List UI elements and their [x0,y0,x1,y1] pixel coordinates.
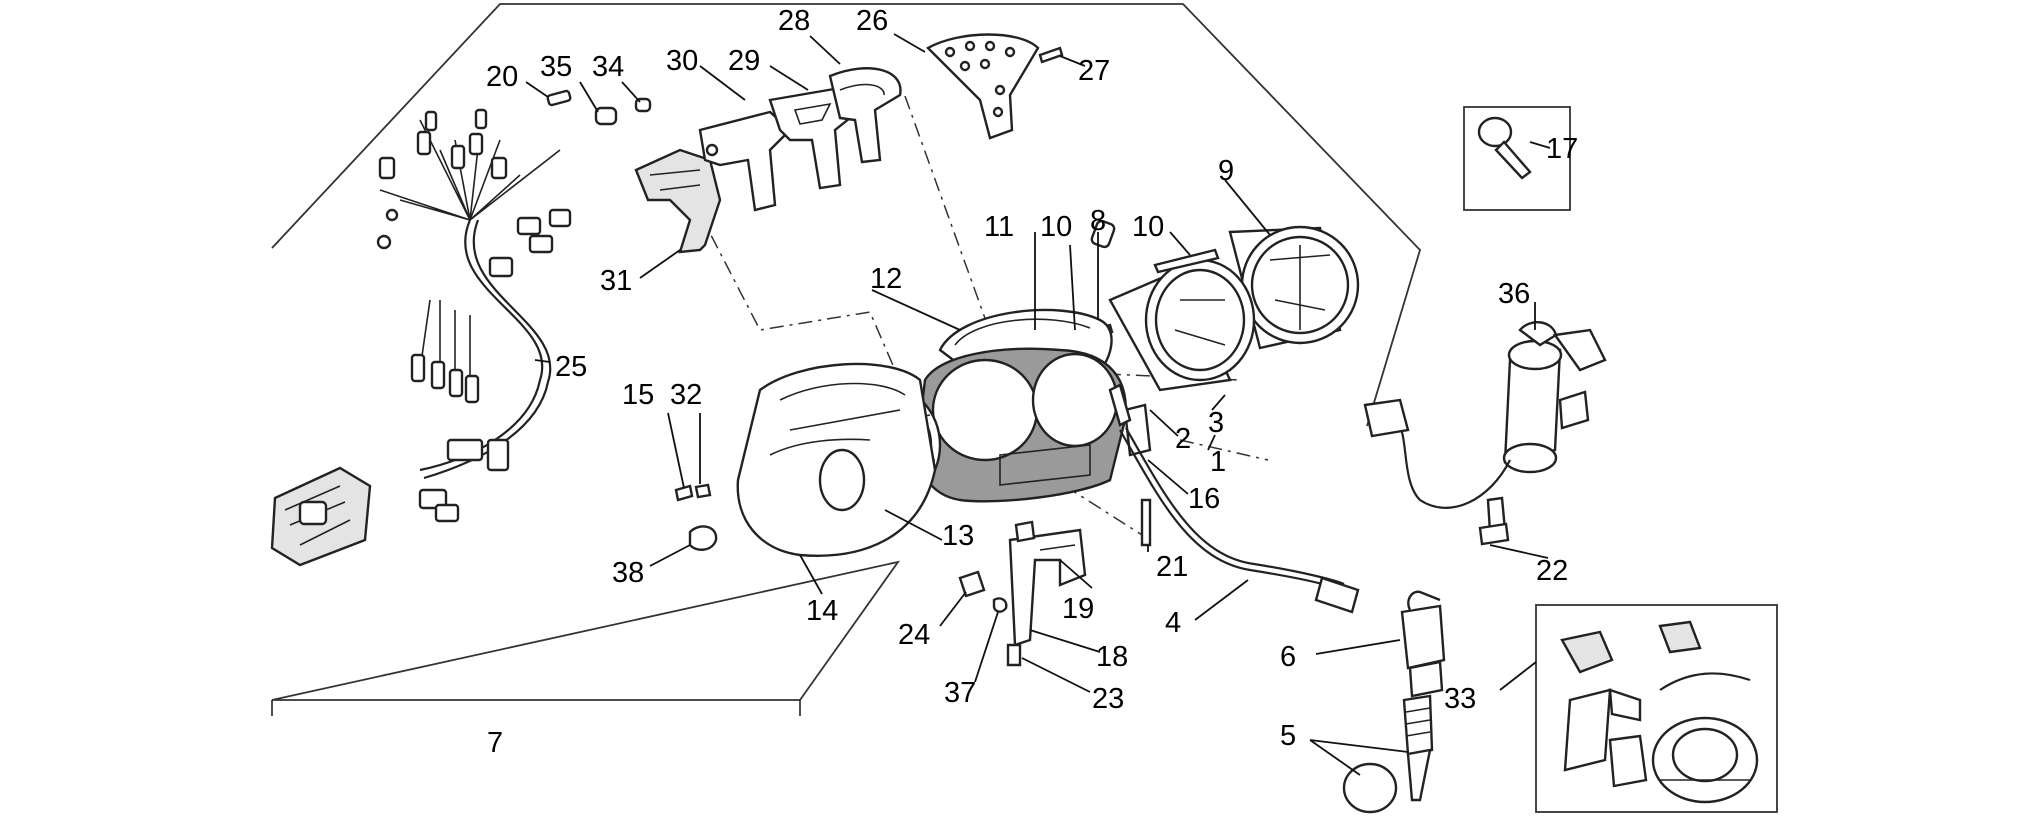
label-36: 36 [1498,278,1530,310]
label-12: 12 [870,263,902,295]
label-24: 24 [898,619,930,651]
label-5: 5 [1280,720,1296,752]
label-8: 8 [1090,205,1106,237]
gauge-3 [1108,258,1256,392]
screw-21 [1140,498,1152,547]
label-3: 3 [1208,407,1224,439]
label-30: 30 [666,45,698,77]
label-4: 4 [1165,607,1181,639]
bolt-24 [958,570,986,598]
label-32: 32 [670,379,702,411]
label-10-b: 10 [1132,211,1164,243]
gauge-9 [1228,225,1360,350]
group-7-bracket [271,700,801,716]
bolt-15 [674,484,694,502]
clamp-16-bolt [1108,383,1132,427]
label-6: 6 [1280,641,1296,673]
part-33-box [1535,604,1778,813]
label-18: 18 [1096,641,1128,673]
housing-14 [736,362,937,557]
grommet-38 [688,525,718,551]
label-16: 16 [1188,483,1220,515]
switch-connector [1363,398,1410,438]
bracket-19 [1008,528,1087,647]
cover-28 [828,67,902,164]
bolt-23 [1006,643,1022,667]
screw-22-head [1478,522,1510,546]
clamp-16 [1123,403,1152,457]
leader-lines [525,33,1551,776]
label-20: 20 [486,61,518,93]
label-21: 21 [1156,551,1188,583]
label-27: 27 [1078,55,1110,87]
label-7: 7 [487,727,503,759]
label-14: 14 [806,595,838,627]
washer-37 [992,597,1008,613]
label-17: 17 [1546,133,1578,165]
mounting-plate [916,347,1127,503]
label-31: 31 [600,265,632,297]
switch-cable [1394,419,1511,509]
cap-5 [1342,762,1398,814]
part-17-box [1463,106,1571,211]
label-23: 23 [1092,683,1124,715]
label-38: 38 [612,557,644,589]
bulb-parts [546,89,652,126]
label-35: 35 [540,51,572,83]
part-labels: 1 2 3 4 5 6 7 8 9 10 10 11 12 13 14 15 1… [486,5,1578,759]
assembly-line-a [697,209,896,371]
label-13: 13 [942,520,974,552]
pin-10 [1153,248,1220,274]
key-17 [1477,116,1532,180]
label-25: 25 [555,351,587,383]
group-outline-7 [271,3,1422,701]
cover-30 [698,110,792,212]
label-9: 9 [1218,155,1234,187]
label-33: 33 [1444,683,1476,715]
nut-32 [694,483,712,499]
bushing-18 [1014,520,1036,543]
assembly-line-b [904,95,1001,361]
label-28: 28 [778,5,810,37]
label-2: 2 [1175,423,1191,455]
label-29: 29 [728,45,760,77]
label-10-a: 10 [1040,211,1072,243]
screw-27 [1038,46,1064,64]
bracket-26 [926,33,1040,140]
wiring-harness [270,108,572,567]
label-22: 22 [1536,555,1568,587]
label-1: 1 [1210,446,1226,478]
label-15: 15 [622,379,654,411]
sensor-5 [1402,694,1434,802]
sensor-6 [1400,590,1446,698]
ignition-switch-36 [1502,321,1607,474]
label-19: 19 [1062,593,1094,625]
label-26: 26 [856,5,888,37]
cover-31 [634,148,722,254]
label-34: 34 [592,51,624,83]
lock-set-33 [1560,620,1759,804]
cable-4 [1119,427,1360,614]
label-37: 37 [944,677,976,709]
label-11: 11 [984,211,1014,243]
